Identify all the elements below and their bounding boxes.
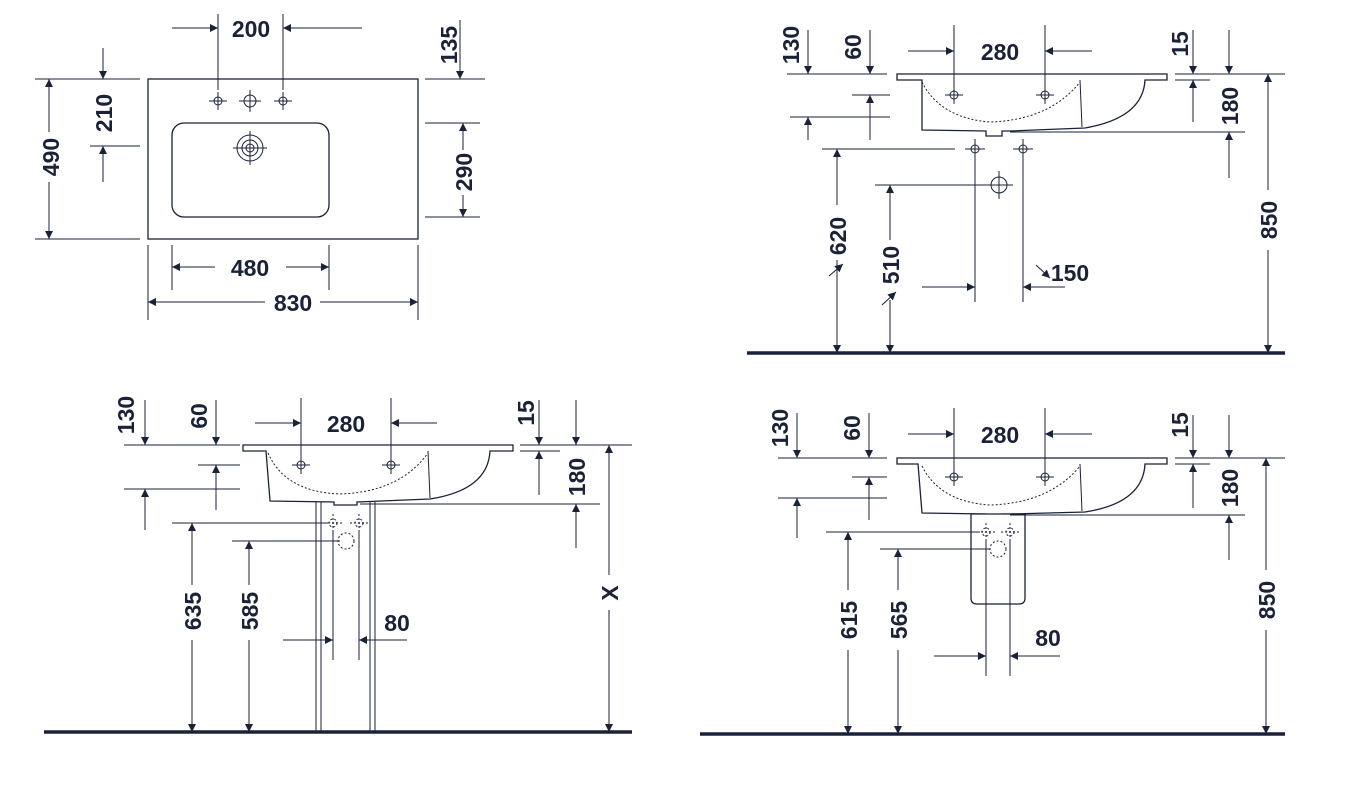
- semi-pedestal-cover: [970, 513, 1026, 605]
- supply-connection-icon: [977, 523, 1019, 541]
- dim-60: 60: [839, 415, 865, 441]
- dim-180: 180: [564, 458, 590, 496]
- waste-connection-icon: [337, 532, 355, 550]
- supply-connection-icon: [324, 514, 368, 532]
- dim-15: 15: [1167, 31, 1193, 57]
- dim-830: 830: [274, 290, 312, 316]
- pedestal-column: [315, 502, 376, 732]
- dim-565: 565: [886, 601, 912, 640]
- dim-60: 60: [840, 34, 866, 60]
- dim-15: 15: [513, 400, 539, 426]
- drain-icon: [233, 131, 267, 165]
- bowl-hidden-line: [921, 81, 1081, 123]
- dim-290: 290: [451, 153, 477, 191]
- dim-180: 180: [1217, 469, 1243, 507]
- dim-585: 585: [237, 592, 263, 631]
- basin-profile: [896, 73, 1168, 137]
- basin-profile: [896, 457, 1168, 519]
- tap-hole-icon: [945, 468, 1054, 486]
- dim-480: 480: [231, 255, 269, 281]
- dim-280: 280: [981, 39, 1019, 65]
- dim-180: 180: [1217, 87, 1243, 125]
- dim-635: 635: [180, 592, 206, 631]
- bowl-hidden-line: [921, 465, 1081, 506]
- dim-135: 135: [436, 26, 462, 65]
- dim-130: 130: [778, 26, 804, 64]
- side-view-wall-hung: 130 60 280 15 180 850 620 5: [747, 25, 1285, 355]
- dim-x: X: [597, 585, 623, 601]
- dim-80: 80: [384, 610, 410, 636]
- dim-130: 130: [113, 396, 139, 434]
- dim-850: 850: [1254, 581, 1280, 619]
- supply-connection-icon: [965, 139, 1033, 159]
- dim-280: 280: [327, 411, 365, 437]
- tap-hole-icon: [945, 86, 1054, 104]
- dim-490: 490: [38, 138, 64, 176]
- dim-80: 80: [1035, 625, 1061, 651]
- dim-15: 15: [1167, 412, 1193, 438]
- side-view-semi-pedestal: 130 60 280 15 180 850 615 565: [700, 408, 1285, 736]
- side-view-pedestal: 130 60 280 15 180 X 635 585: [44, 396, 632, 734]
- dim-620: 620: [825, 217, 851, 255]
- tap-hole-icon: [209, 90, 292, 112]
- bowl-outline-plan: [171, 122, 330, 218]
- dim-200: 200: [232, 16, 270, 42]
- dim-130: 130: [767, 409, 793, 447]
- basin-profile: [242, 444, 514, 506]
- bowl-hidden-line: [267, 452, 429, 495]
- dim-850: 850: [1256, 201, 1282, 239]
- dim-280: 280: [981, 422, 1019, 448]
- dim-60: 60: [186, 403, 212, 429]
- dim-150: 150: [1051, 260, 1089, 286]
- dim-615: 615: [836, 601, 862, 640]
- top-view: 200 135 490 210 290 480 830: [35, 14, 485, 320]
- dim-210: 210: [91, 94, 117, 132]
- dim-510: 510: [878, 246, 904, 284]
- tap-hole-icon: [292, 456, 400, 474]
